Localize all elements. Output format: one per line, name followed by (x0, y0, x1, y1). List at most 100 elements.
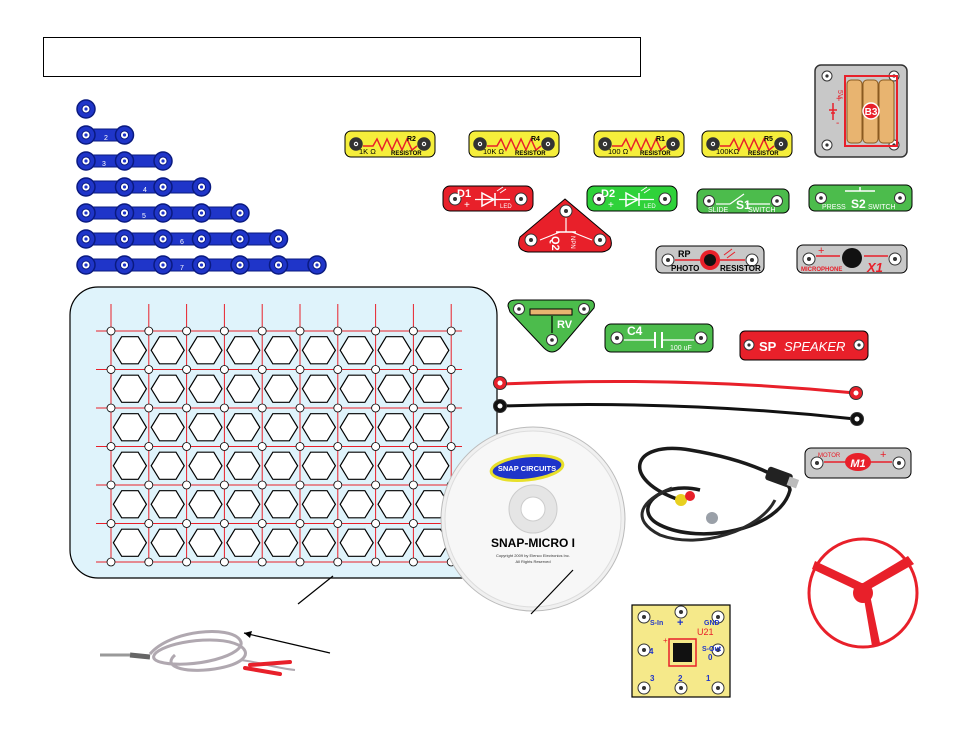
speaker-id: SP (759, 339, 777, 354)
base-grid-post (106, 365, 116, 374)
cd-pointer (530, 569, 574, 615)
base-grid-hex (188, 413, 223, 442)
press-switch-left: PRESS (822, 204, 846, 211)
base-grid-post (144, 365, 154, 374)
micro-0: 0 (708, 653, 713, 662)
base-grid-hex (263, 528, 299, 557)
base-grid-post (371, 442, 381, 451)
base-grid-hex (150, 413, 185, 442)
led-d2[interactable]: D2 + LED (586, 185, 678, 212)
base-grid-hex (226, 336, 261, 365)
micro-gnd: GND (704, 620, 720, 627)
speaker-caption: SPEAKER (784, 339, 845, 354)
press-switch-id: S2 (851, 197, 866, 211)
resistor-caption: RESISTOR (391, 151, 422, 157)
base-grid-post (219, 480, 229, 490)
micro-s-in: S-In (650, 620, 663, 627)
jumper-wire-red[interactable] (493, 376, 863, 400)
snap-wire-7[interactable] (76, 255, 327, 275)
base-grid-post (408, 442, 418, 451)
base-grid-post (182, 326, 192, 336)
base-grid-post (182, 365, 192, 374)
microphone-caption: MICROPHONE (801, 267, 842, 273)
capacitor-c4[interactable]: C4 100 uF (604, 323, 714, 353)
resistor-caption: RESISTOR (515, 151, 546, 157)
fan-blade[interactable] (807, 537, 919, 649)
motor-m1[interactable]: M1 MOTOR + (804, 447, 912, 479)
led-d2-plus: + (608, 200, 614, 211)
base-grid-hex (188, 336, 223, 365)
base-grid-post (295, 403, 305, 413)
press-switch-s2[interactable]: S2 PRESS SWITCH (808, 184, 913, 212)
base-grid-post (219, 442, 229, 451)
base-grid-hex (339, 374, 374, 403)
base-grid-post (219, 326, 229, 336)
transistor-q2[interactable]: Q2 NPN (518, 198, 612, 253)
base-grid-post (144, 519, 154, 528)
base-grid-post (219, 519, 229, 528)
battery-id: B3 (865, 107, 878, 118)
microphone-id: X1 (866, 260, 883, 275)
snap-wire-6[interactable] (76, 229, 289, 249)
base-grid-post (333, 442, 343, 451)
base-grid (69, 286, 498, 605)
programming-cable (100, 630, 331, 676)
speaker-sp[interactable]: SP SPEAKER (739, 330, 869, 361)
led-d1[interactable]: D1 + LED (442, 185, 534, 212)
base-grid-hex (150, 528, 185, 557)
microphone-x1[interactable]: + MICROPHONE X1 (796, 244, 908, 275)
snap-wire-2[interactable] (76, 125, 135, 145)
base-grid-post (219, 557, 229, 567)
base-grid-pointer (297, 575, 334, 605)
resistor-id: R1 (656, 136, 665, 143)
base-grid-post (446, 442, 456, 451)
snap-wire-7-label: 7 (180, 265, 184, 272)
micro-plus: + (677, 617, 683, 629)
microcontroller-u21[interactable]: + U21 S-In + GND 4 S-Out 0 3 2 1 (631, 604, 731, 698)
snap-wire-4[interactable] (76, 177, 212, 197)
base-grid-hex (226, 374, 261, 403)
base-grid-hex (150, 451, 185, 480)
base-grid-hex (263, 451, 299, 480)
snap-wire-5-label: 5 (142, 213, 146, 220)
base-grid-hex (150, 374, 185, 403)
base-grid-post (408, 557, 418, 567)
slide-switch-s1[interactable]: S1 SLIDE SWITCH (696, 188, 790, 214)
snap-wires: 2 3 4 5 6 7 (76, 99, 327, 275)
base-grid-post (219, 365, 229, 374)
resistor-value: 100KΩ (716, 147, 740, 156)
base-grid-hex (415, 451, 450, 480)
photo-resistor-right: RESISTOR (720, 264, 761, 273)
pot-id: RV (557, 319, 573, 331)
base-grid-post (144, 403, 154, 413)
snap-wire-5[interactable] (76, 203, 250, 223)
base-grid-post (295, 519, 305, 528)
base-grid-post (106, 403, 116, 413)
led-d1-caption: LED (500, 204, 512, 210)
snap-wire-3[interactable] (76, 151, 173, 171)
base-grid-post (257, 480, 267, 490)
base-grid-hex (339, 490, 374, 519)
micro-1: 1 (706, 674, 711, 683)
base-grid-post (408, 403, 418, 413)
snap-wire-1[interactable] (76, 99, 96, 119)
base-grid-post (182, 519, 192, 528)
battery-holder-b3[interactable]: B3 + - 5V (814, 64, 908, 158)
adjustable-resistor-rv[interactable]: RV (507, 299, 595, 353)
resistor-id: R2 (407, 136, 416, 143)
photo-resistor-rp[interactable]: RP PHOTO RESISTOR (655, 245, 765, 274)
micro-4: 4 (649, 647, 654, 656)
base-grid-hex (112, 528, 148, 557)
base-grid-post (182, 442, 192, 451)
jumper-wire-black[interactable] (493, 399, 864, 426)
capacitor-value: 100 uF (670, 345, 692, 352)
base-grid-hex (377, 374, 412, 403)
base-grid-hex (226, 528, 261, 557)
base-grid-post (106, 442, 116, 451)
base-grid-hex (301, 413, 337, 442)
base-grid-post (257, 403, 267, 413)
